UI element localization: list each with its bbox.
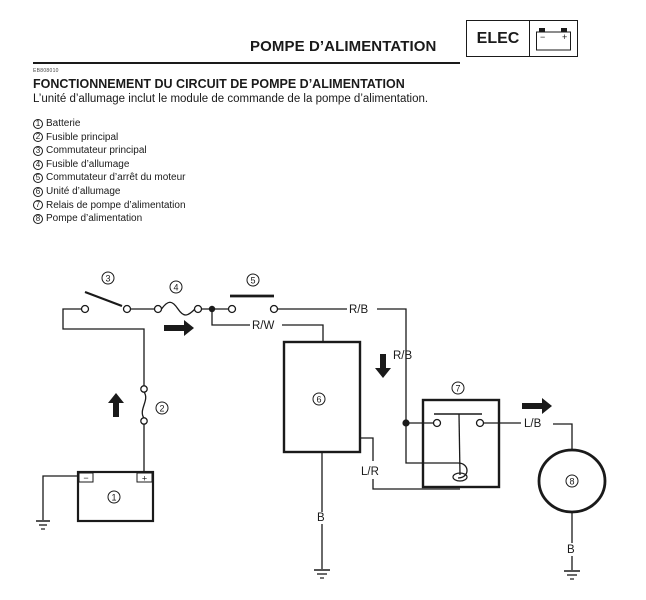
legend-number: 7 xyxy=(33,200,43,211)
page-title: POMPE D’ALIMENTATION xyxy=(250,38,437,55)
section-heading: FONCTIONNEMENT DU CIRCUIT DE POMPE D’ALI… xyxy=(33,77,405,91)
main-fuse: 2 xyxy=(140,385,169,425)
wire-label-rb-vertical: R/B xyxy=(393,350,413,362)
wire-label-rw: R/W xyxy=(252,320,275,332)
rw-wire-segment xyxy=(211,309,250,326)
document-code: EB808010 xyxy=(33,68,59,74)
battery: − + 1 xyxy=(76,470,155,523)
legend-label: Unité d’allumage xyxy=(46,185,121,197)
battery-icon: − + xyxy=(530,21,577,56)
battery-minus-sign: − xyxy=(540,32,545,42)
ignition-unit-number: 6 xyxy=(316,395,321,405)
ignition-fuse: 4 xyxy=(153,280,203,316)
legend-label: Commutateur principal xyxy=(46,145,147,157)
legend-number: 4 xyxy=(33,159,43,170)
wire-label-b-pump: B xyxy=(567,544,575,556)
legend-number: 2 xyxy=(33,132,43,143)
wire-label-b-unit: B xyxy=(317,512,325,524)
ignition-fuse-number: 4 xyxy=(173,283,178,293)
flow-arrow-down-icon xyxy=(375,354,391,378)
section-tab-label: ELEC xyxy=(467,21,530,56)
rb-wire-to-relay xyxy=(377,308,407,424)
main-switch-number: 3 xyxy=(105,274,110,284)
lb-wire-to-pump xyxy=(553,423,573,450)
rw-wire-to-unit xyxy=(282,324,324,341)
legend-label: Fusible principal xyxy=(46,131,119,143)
legend-label: Batterie xyxy=(46,118,81,129)
legend-number: 8 xyxy=(33,213,43,224)
wire-label-lr: L/R xyxy=(361,466,379,478)
legend-number: 6 xyxy=(33,186,43,197)
ground-icon xyxy=(314,569,330,579)
legend-label: Relais de pompe d’alimentation xyxy=(46,199,186,211)
section-description: L’unité d’allumage inclut le module de c… xyxy=(33,93,429,105)
main-switch: 3 xyxy=(80,271,132,314)
battery-positive-terminal: + xyxy=(142,474,147,484)
flow-arrow-right-icon xyxy=(164,320,194,336)
ignition-unit: 6 xyxy=(282,340,362,454)
legend-number: 5 xyxy=(33,173,43,184)
main-fuse-to-switch-wire xyxy=(62,308,145,386)
flow-arrow-up-icon xyxy=(108,393,124,417)
wire-label-lb: L/B xyxy=(524,418,542,430)
fuel-pump-number: 8 xyxy=(569,477,574,487)
engine-stop-switch: 5 xyxy=(227,273,279,314)
junction-dot xyxy=(402,419,410,427)
legend-label: Commutateur d’arrêt du moteur xyxy=(46,172,186,184)
section-tab-elec: ELEC − + xyxy=(466,20,578,57)
relay-number: 7 xyxy=(455,384,460,394)
battery-plus-sign: + xyxy=(562,32,567,42)
battery-negative-terminal: − xyxy=(83,473,88,483)
lr-wire-segment xyxy=(361,437,374,461)
main-fuse-number: 2 xyxy=(159,404,164,414)
fuel-pump: 8 xyxy=(537,448,607,514)
title-divider xyxy=(33,62,460,64)
ground-icon xyxy=(564,570,580,580)
legend-number: 3 xyxy=(33,145,43,156)
ground-icon xyxy=(36,520,50,530)
legend-label: Fusible d’allumage xyxy=(46,158,130,170)
legend-number: 1 xyxy=(33,118,43,129)
wiring-diagram: − + 1 2 3 4 xyxy=(36,271,607,580)
lr-wire-to-coil xyxy=(372,479,460,490)
stop-switch-number: 5 xyxy=(250,276,255,286)
wire-label-rb: R/B xyxy=(349,304,369,316)
fuel-pump-relay: 7 xyxy=(405,381,501,489)
battery-ground-wire xyxy=(42,475,79,520)
flow-arrow-right-icon xyxy=(522,398,552,414)
battery-number: 1 xyxy=(111,493,116,503)
legend-label: Pompe d’alimentation xyxy=(46,213,143,225)
